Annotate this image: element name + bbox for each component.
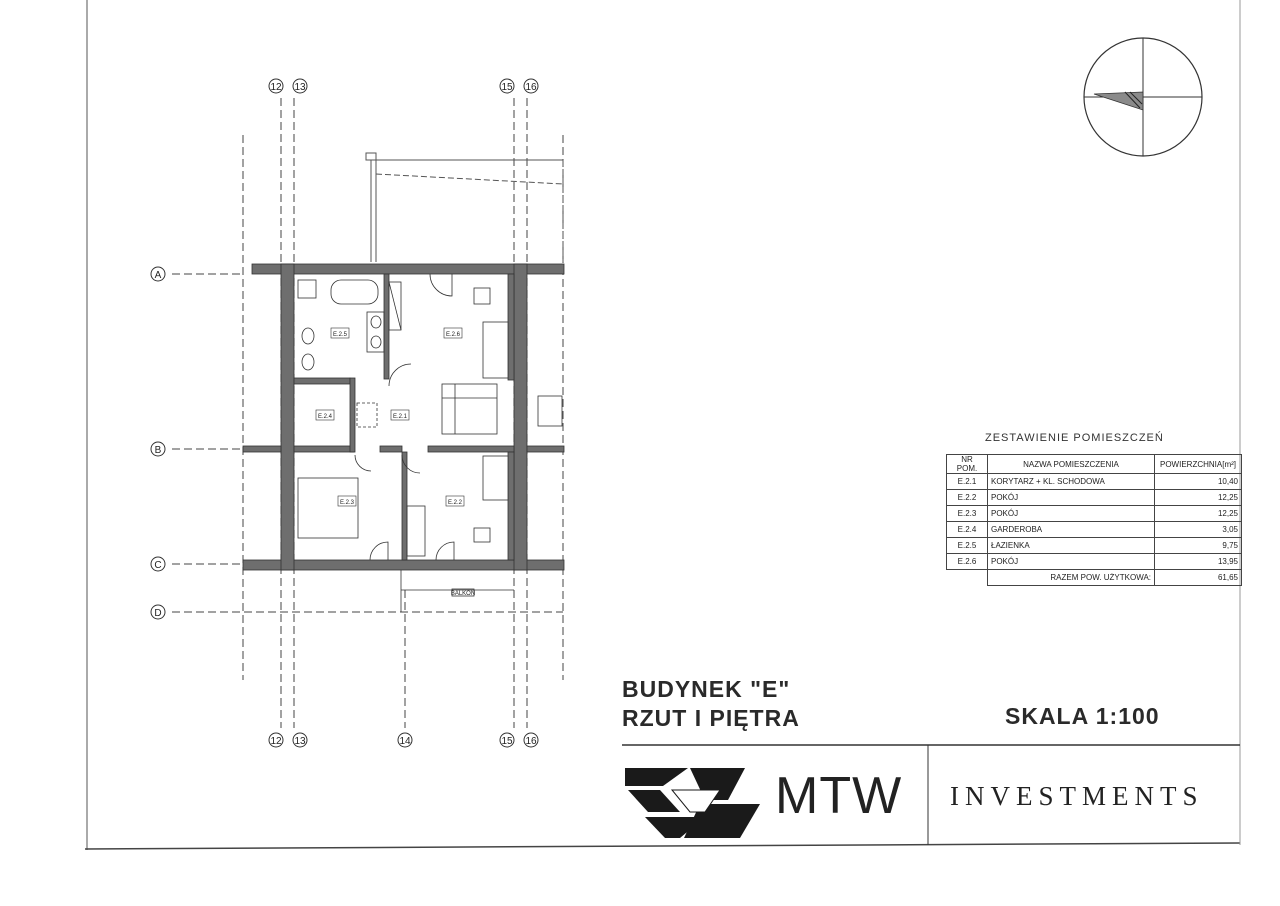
- axis-label-D: D: [154, 608, 161, 619]
- axis-label-13-bottom: 13: [294, 736, 306, 747]
- row-area: 12,25: [1154, 505, 1242, 522]
- north-arrow-compass: [1083, 37, 1203, 157]
- walls: [242, 263, 565, 571]
- row-area: 10,40: [1154, 473, 1242, 490]
- axis-label-A: A: [155, 270, 162, 281]
- table-row: E.2.4 GARDEROBA 3,05: [946, 521, 1242, 538]
- table-row: E.2.3 POKÓJ 12,25: [946, 505, 1242, 522]
- company-name: INVESTMENTS: [950, 781, 1204, 811]
- total-label: RAZEM POW. UŻYTKOWA:: [987, 569, 1155, 586]
- axis-label-15-bottom: 15: [501, 736, 513, 747]
- drawing-title-building: BUDYNEK "E": [622, 676, 791, 702]
- drawing-scale: SKALA 1:100: [1005, 703, 1160, 729]
- row-name: POKÓJ: [987, 505, 1155, 522]
- axis-label-C: C: [154, 560, 161, 571]
- row-nr: E.2.5: [946, 537, 988, 554]
- total-value: 61,65: [1154, 569, 1242, 586]
- upper-terrace-outline: [365, 152, 564, 262]
- axis-label-16-top: 16: [525, 82, 537, 93]
- room-label-e25: E.2.5: [333, 332, 348, 338]
- mtw-logo: [625, 768, 760, 838]
- row-area: 9,75: [1154, 537, 1242, 554]
- room-schedule-table: NR POM. NAZWA POMIESZCZENIA POWIERZCHNIA…: [946, 454, 1242, 586]
- axis-markers-bottom: 12 13 14 15 16: [268, 732, 539, 748]
- row-name: POKÓJ: [987, 489, 1155, 506]
- room-label-e23: E.2.3: [340, 500, 355, 506]
- structural-grid: [172, 98, 564, 728]
- room-labels: E.2.5 E.2.6 E.2.4 E.2.1 E.2.3 E.2.2 BALK…: [315, 327, 475, 597]
- axis-label-12-bottom: 12: [270, 736, 282, 747]
- row-nr: E.2.6: [946, 553, 988, 570]
- balcony-label: BALKON: [451, 591, 475, 597]
- schedule-title: ZESTAWIENIE POMIESZCZEŃ: [985, 432, 1164, 444]
- header-nr: NR POM.: [946, 454, 988, 474]
- axis-label-15-top: 15: [501, 82, 513, 93]
- row-name: POKÓJ: [987, 553, 1155, 570]
- row-area: 3,05: [1154, 521, 1242, 538]
- axis-markers-left: A B C D: [150, 266, 166, 620]
- row-nr: E.2.3: [946, 505, 988, 522]
- axis-label-16-bottom: 16: [525, 736, 537, 747]
- axis-markers-top: 12 13 15 16: [268, 78, 539, 94]
- axis-label-B: B: [155, 445, 162, 456]
- header-area: POWIERZCHNIA[m²]: [1154, 454, 1242, 474]
- room-label-e22: E.2.2: [448, 500, 463, 506]
- company-mark: MTW: [775, 767, 903, 825]
- room-label-e21: E.2.1: [393, 414, 408, 420]
- row-nr: E.2.2: [946, 489, 988, 506]
- axis-label-14-bottom: 14: [399, 736, 411, 747]
- sheet-bottom-border: [84, 842, 1241, 850]
- table-row: E.2.2 POKÓJ 12,25: [946, 489, 1242, 506]
- table-row: E.2.1 KORYTARZ + KL. SCHODOWA 10,40: [946, 473, 1242, 490]
- fixtures: [297, 273, 563, 612]
- row-nr: E.2.1: [946, 473, 988, 490]
- table-header-row: NR POM. NAZWA POMIESZCZENIA POWIERZCHNIA…: [946, 454, 1242, 474]
- table-row: E.2.5 ŁAZIENKA 9,75: [946, 537, 1242, 554]
- row-nr: E.2.4: [946, 521, 988, 538]
- header-name: NAZWA POMIESZCZENIA: [987, 454, 1155, 474]
- room-label-e26: E.2.6: [446, 332, 461, 338]
- row-name: GARDEROBA: [987, 521, 1155, 538]
- table-total-row: RAZEM POW. UŻYTKOWA: 61,65: [947, 569, 1242, 586]
- row-name: KORYTARZ + KL. SCHODOWA: [987, 473, 1155, 490]
- row-area: 12,25: [1154, 489, 1242, 506]
- room-label-e24: E.2.4: [318, 414, 333, 420]
- axis-label-12-top: 12: [270, 82, 282, 93]
- row-area: 13,95: [1154, 553, 1242, 570]
- row-name: ŁAZIENKA: [987, 537, 1155, 554]
- drawing-title-floor: RZUT I PIĘTRA: [622, 705, 800, 731]
- table-row: E.2.6 POKÓJ 13,95: [946, 553, 1242, 570]
- axis-label-13-top: 13: [294, 82, 306, 93]
